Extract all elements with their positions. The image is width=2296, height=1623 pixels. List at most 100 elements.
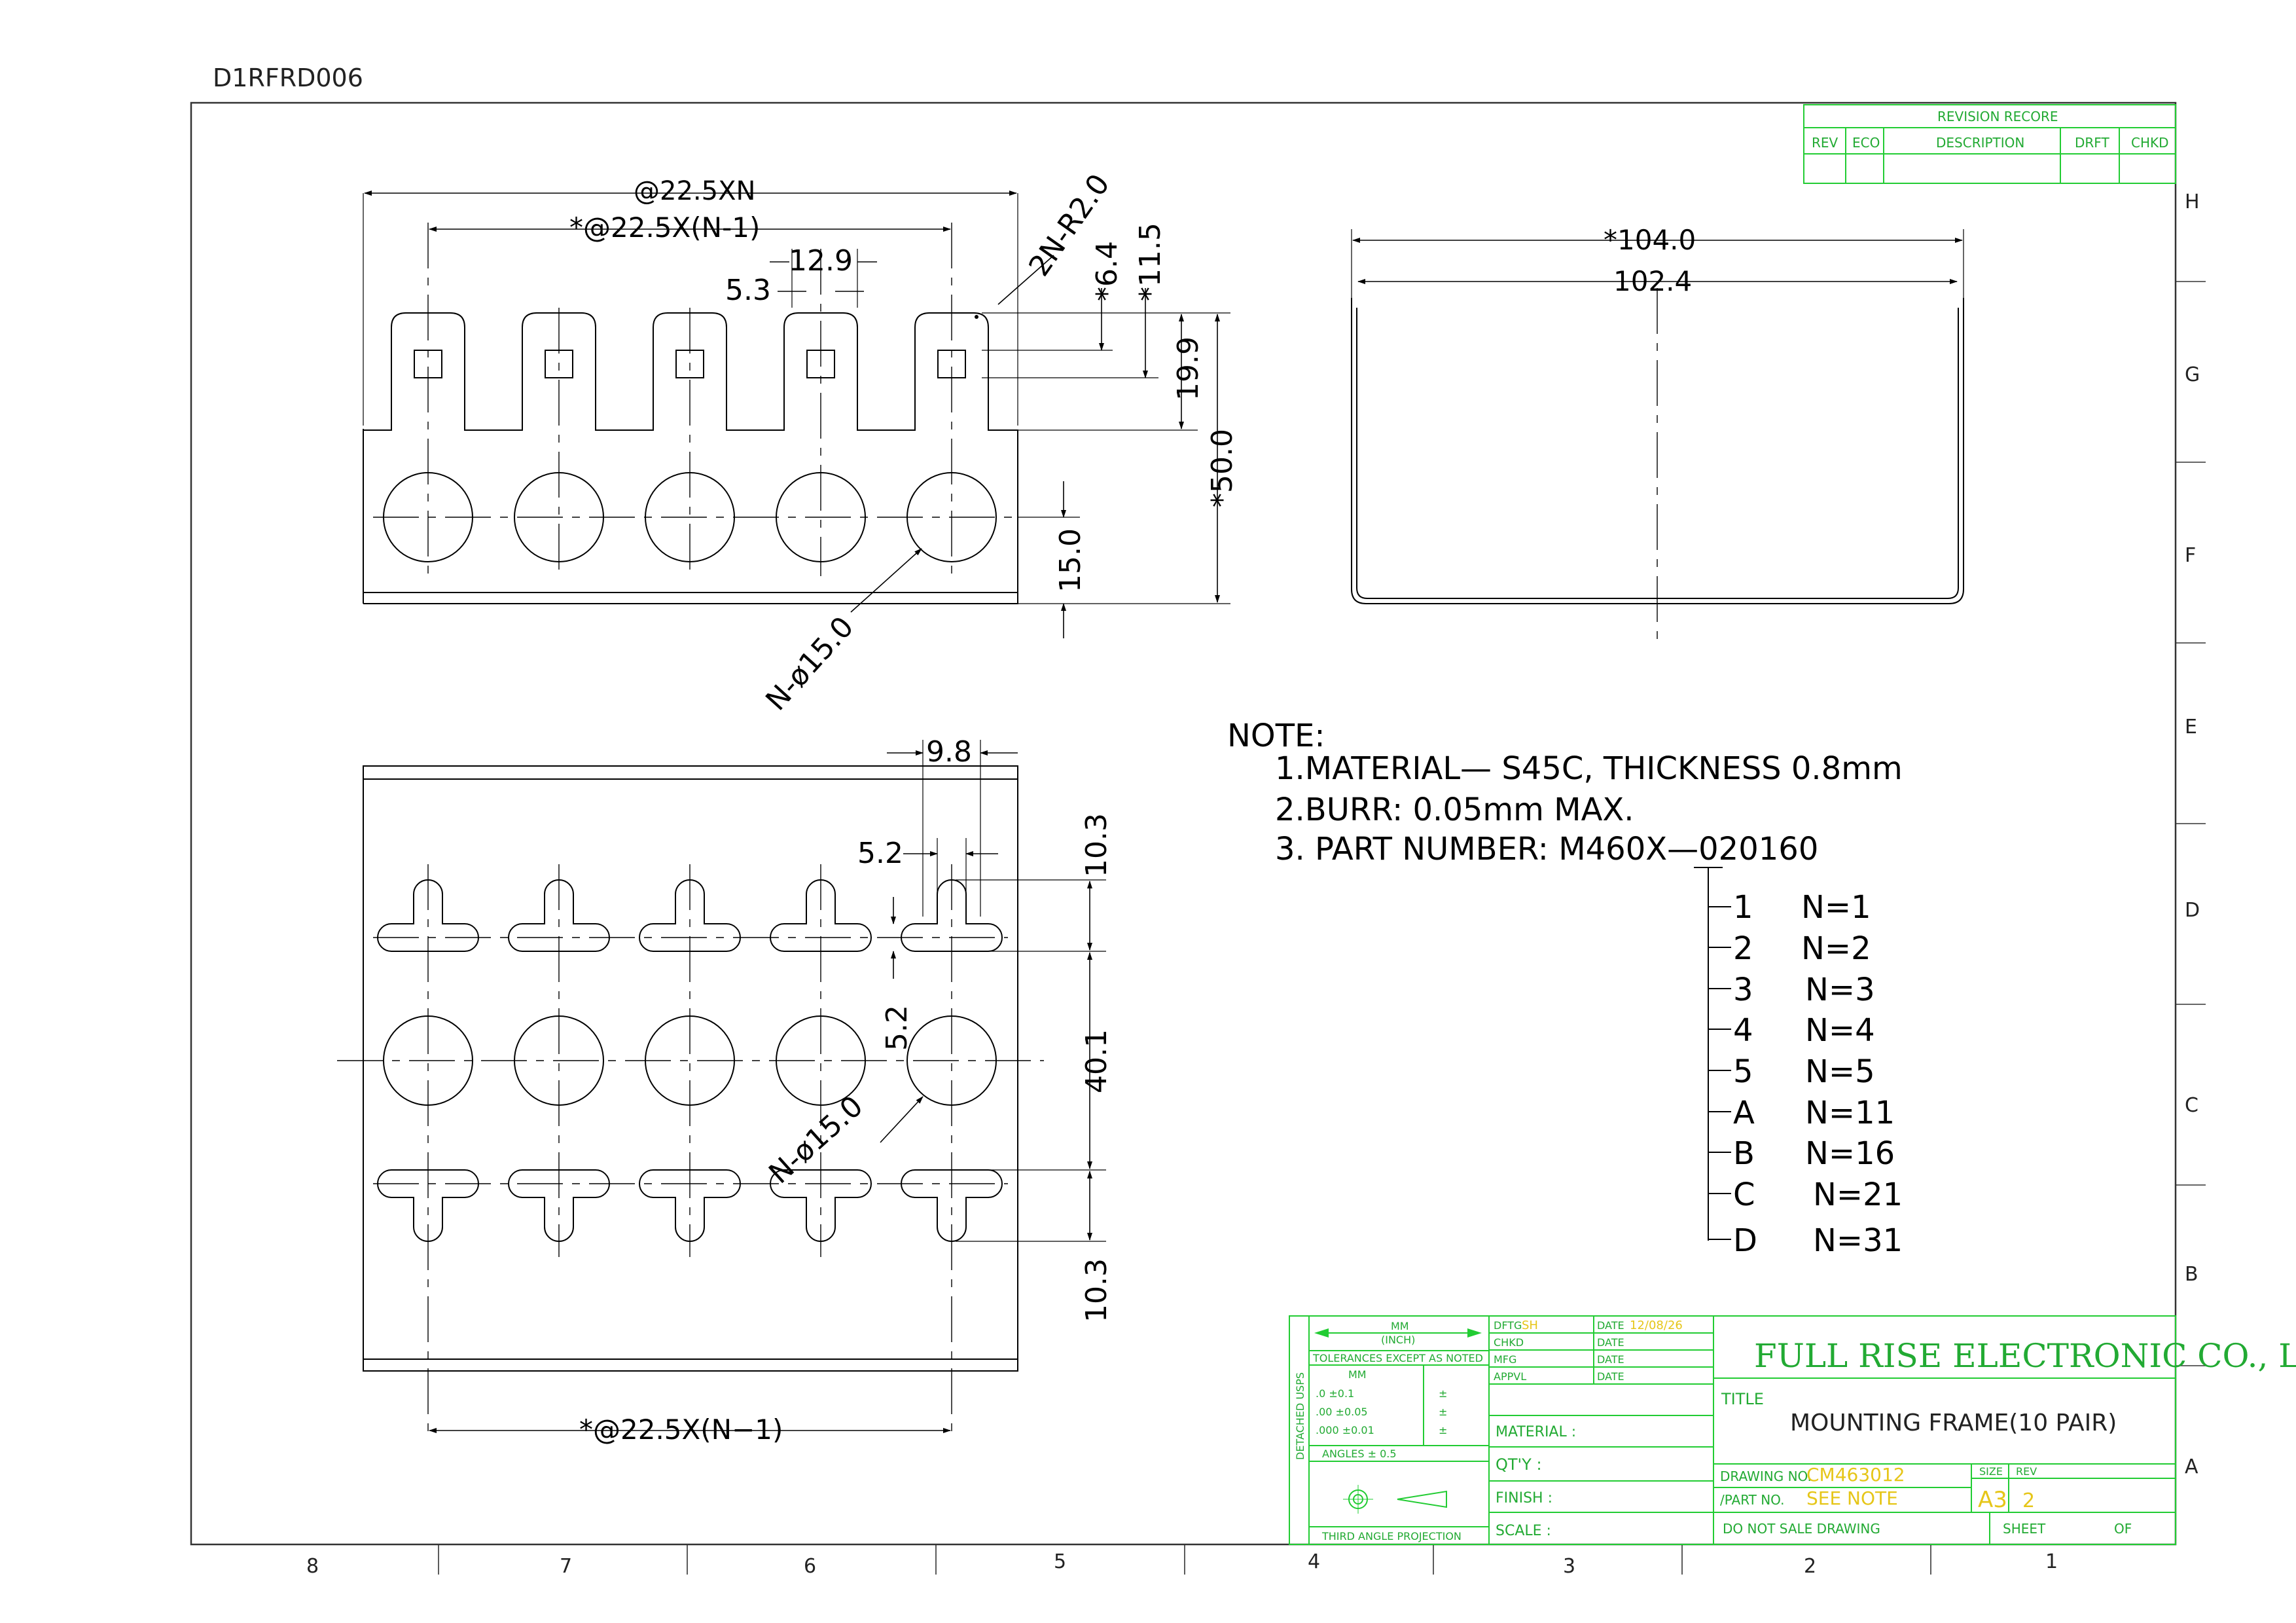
date-label-3: DATE <box>1597 1353 1624 1366</box>
rev-col-description: DESCRIPTION <box>1936 135 2024 151</box>
role-chkd: CHKD <box>1494 1336 1524 1349</box>
date-value: 12/08/26 <box>1630 1319 1683 1332</box>
zone-a: A <box>2185 1455 2198 1478</box>
part-code-1: 1 <box>1733 889 1753 926</box>
dim-9-8: 9.8 <box>926 735 972 769</box>
rev-col-rev: REV <box>1812 135 1839 151</box>
dim-40-1: 40.1 <box>1080 1029 1113 1093</box>
note-3: 3. PART NUMBER: M460X—020160 <box>1275 831 1818 867</box>
part-n-2: N=2 <box>1801 930 1871 967</box>
part-code-3: 3 <box>1733 972 1753 1008</box>
tol-row-2: .00 ±0.05 <box>1316 1406 1368 1418</box>
tol-row-1: .0 ±0.1 <box>1316 1387 1354 1400</box>
part-n-5: N=5 <box>1805 1053 1875 1090</box>
zone-d: D <box>2185 899 2200 922</box>
title-block: MM (INCH) TOLERANCES EXCEPT AS NOTED MM … <box>1289 1315 2296 1545</box>
zone-c: C <box>2185 1094 2198 1117</box>
zone-8: 8 <box>306 1555 319 1578</box>
drawing-no-label: DRAWING NO. <box>1720 1468 1812 1484</box>
material-label: MATERIAL : <box>1496 1424 1576 1440</box>
zone-numbers: 8 7 6 5 4 3 2 1 <box>306 1550 2058 1578</box>
zone-6: 6 <box>804 1555 816 1578</box>
tol-pm-3: ± <box>1439 1424 1447 1436</box>
part-code-5: 5 <box>1733 1053 1753 1090</box>
zone-e: E <box>2185 716 2197 739</box>
part-n-4: N=4 <box>1805 1012 1875 1049</box>
part-no: SEE NOTE <box>1806 1487 1898 1509</box>
part-code-a: A <box>1733 1095 1755 1131</box>
zone-4: 4 <box>1308 1550 1320 1573</box>
dim-5-2-v: 5.2 <box>880 1005 914 1051</box>
revision-block: REVISION RECORE REV ECO DESCRIPTION DRFT… <box>1803 104 2176 184</box>
zone-b: B <box>2185 1263 2198 1286</box>
drawing-no: CM463012 <box>1806 1464 1905 1486</box>
sheet-label: SHEET <box>2003 1521 2046 1537</box>
bottom-view: 9.8 5.2 5.2 10.3 40.1 10.3 N-ø15.0 *@22.… <box>337 735 1113 1446</box>
title-label: TITLE <box>1721 1390 1764 1408</box>
zone-ticks <box>438 281 2206 1575</box>
tolerances-label: TOLERANCES EXCEPT AS NOTED <box>1312 1352 1483 1364</box>
part-n-1: N=1 <box>1801 889 1871 926</box>
finish-label: FINISH : <box>1496 1490 1552 1506</box>
top-view: @22.5XN *@22.5X(N-1) 12.9 5.3 2N-R2.0 *6… <box>363 168 1239 717</box>
third-angle-projection-icon <box>1343 1485 1447 1514</box>
size-value: A3 <box>1978 1487 2007 1513</box>
part-code-2: 2 <box>1733 930 1753 967</box>
units-inch: (INCH) <box>1381 1334 1415 1346</box>
zone-3: 3 <box>1563 1555 1575 1578</box>
zone-7: 7 <box>560 1555 572 1578</box>
rev-label: REV <box>2016 1465 2037 1478</box>
zone-5: 5 <box>1054 1550 1066 1573</box>
date-label-1: DATE <box>1597 1319 1624 1332</box>
dftg-value: SH <box>1522 1319 1538 1332</box>
dim-50-0: *50.0 <box>1206 429 1239 507</box>
dim-slot-pitch: 12.9 <box>789 244 853 278</box>
notes: NOTE: 1.MATERIAL— S45C, THICKNESS 0.8mm … <box>1227 718 1903 1259</box>
date-label-2: DATE <box>1597 1336 1624 1349</box>
drawing-title: MOUNTING FRAME(10 PAIR) <box>1790 1410 2117 1436</box>
dim-pitch-total-bottom: *@22.5X(N−1) <box>579 1413 783 1446</box>
qty-label: QT'Y : <box>1496 1455 1542 1474</box>
tol-header: MM <box>1348 1368 1367 1381</box>
dim-6-4: *6.4 <box>1090 241 1124 301</box>
detached-label: DETACHED USPS <box>1294 1372 1306 1460</box>
tol-pm-2: ± <box>1439 1406 1447 1418</box>
zone-g: G <box>2185 363 2200 386</box>
drawing-border <box>190 101 2177 1546</box>
tol-row-3: .000 ±0.01 <box>1316 1424 1374 1436</box>
role-dftg: DFTG <box>1494 1319 1522 1332</box>
units-mm: MM <box>1391 1320 1409 1332</box>
dim-slot-gap: 5.3 <box>725 274 771 307</box>
dim-5-2-h: 5.2 <box>857 837 903 870</box>
part-n-d: N=31 <box>1813 1222 1903 1259</box>
dim-19-9: 19.9 <box>1172 337 1205 401</box>
rev-col-chkd: CHKD <box>2131 135 2169 151</box>
company-name: FULL RISE ELECTRONIC CO., LTD <box>1754 1337 2296 1375</box>
of-label: OF <box>2114 1521 2132 1537</box>
rev-col-eco: ECO <box>1852 135 1880 151</box>
part-n-b: N=16 <box>1805 1135 1895 1172</box>
drawing-id: D1RFRD006 <box>213 64 363 92</box>
dim-15-0: 15.0 <box>1054 528 1087 593</box>
projection-label: THIRD ANGLE PROJECTION <box>1321 1530 1462 1542</box>
zone-1: 1 <box>2045 1550 2058 1573</box>
zone-letters: H G F E D C B A <box>2185 191 2200 1478</box>
part-n-3: N=3 <box>1805 972 1875 1008</box>
zone-h: H <box>2185 191 2200 213</box>
top-view-profile <box>363 312 1018 604</box>
tol-pm-1: ± <box>1439 1387 1447 1400</box>
rev-value: 2 <box>2022 1489 2035 1512</box>
dim-10-3-bottom: 10.3 <box>1080 1258 1113 1322</box>
dim-overall: @22.5XN <box>634 176 755 206</box>
dim-pitch-total-top: *@22.5X(N-1) <box>569 211 760 244</box>
rev-col-drft: DRFT <box>2075 135 2109 151</box>
part-no-label: /PART NO. <box>1720 1492 1784 1508</box>
angles: ANGLES ± 0.5 <box>1322 1448 1397 1460</box>
dim-hole-top: N-ø15.0 <box>759 610 860 717</box>
revision-title: REVISION RECORE <box>1937 109 2058 124</box>
dim-104: *104.0 <box>1604 224 1696 256</box>
zone-2: 2 <box>1804 1555 1816 1578</box>
do-not-sale: DO NOT SALE DRAWING <box>1723 1521 1880 1537</box>
dim-10-3-top: 10.3 <box>1080 813 1113 877</box>
part-code-c: C <box>1733 1176 1755 1213</box>
